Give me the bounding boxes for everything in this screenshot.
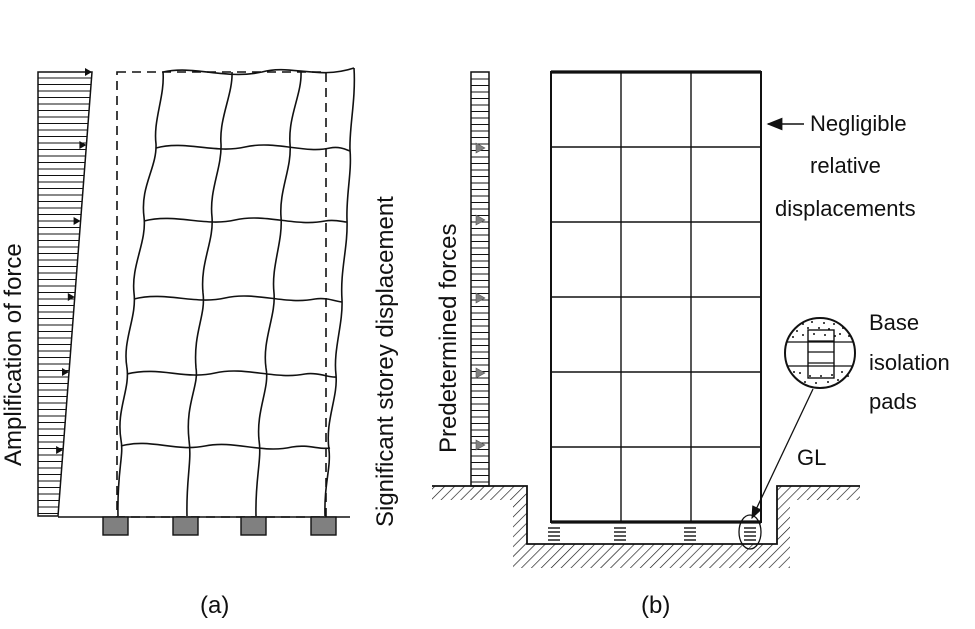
- caption-b: (b): [641, 592, 670, 619]
- panel-b: Predetermined forces Negligible relative…: [432, 70, 950, 619]
- foundation-blocks: [102, 516, 337, 536]
- base-isolation-pads: [548, 527, 756, 541]
- rigid-building-frame: [550, 70, 762, 524]
- panel-a: Amplification of force Significant store…: [0, 67, 399, 619]
- predetermined-forces-column: [470, 71, 490, 487]
- displacements-label: displacements: [775, 196, 916, 221]
- isolation-label: isolation: [869, 350, 950, 375]
- deformed-frame: [117, 67, 356, 517]
- predetermined-forces-label: Predetermined forces: [435, 224, 462, 453]
- caption-a: (a): [200, 592, 229, 619]
- amplification-of-force-label: Amplification of force: [0, 243, 27, 466]
- ground-surface-line: [432, 485, 860, 545]
- ground-level-label: GL: [797, 445, 826, 470]
- force-amplification-triangle: [37, 68, 93, 517]
- pad-highlight-ellipse: [738, 514, 762, 550]
- pads-label: pads: [869, 389, 917, 414]
- pad-pointer-line: [751, 388, 814, 520]
- storey-displacement-label: Significant storey displacement: [372, 196, 399, 527]
- relative-label: relative: [810, 153, 881, 178]
- negligible-label: Negligible: [810, 111, 907, 136]
- magnified-pad-detail: [784, 317, 856, 389]
- ground-pit-hatching: [432, 486, 860, 568]
- base-label: Base: [869, 310, 919, 335]
